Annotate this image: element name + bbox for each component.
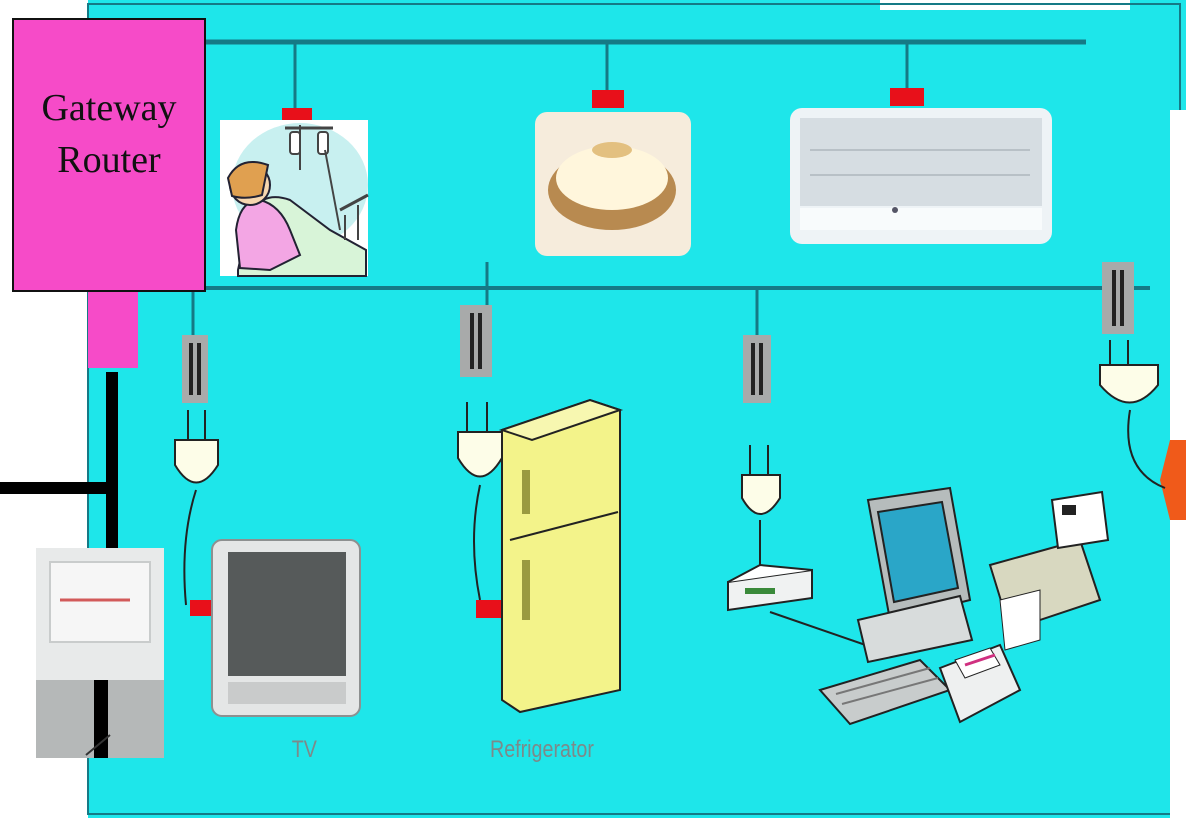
tv-label: TV — [292, 736, 317, 764]
router-label-line2: Router — [57, 134, 160, 186]
refrigerator-label: Refrigerator — [490, 736, 594, 764]
connector-block — [592, 90, 624, 108]
connector-block — [890, 88, 924, 106]
gateway-router-box: Gateway Router — [12, 18, 206, 292]
ceiling-light-icon — [535, 112, 691, 256]
television-icon — [212, 540, 360, 716]
wall-outlet-4 — [1102, 262, 1134, 334]
router-port — [88, 292, 138, 368]
air-conditioner-icon — [790, 108, 1052, 244]
patient-bed-icon — [220, 120, 368, 276]
refrigerator-icon — [502, 400, 620, 712]
router-label-line1: Gateway — [41, 82, 176, 134]
meter-icon — [36, 548, 164, 758]
